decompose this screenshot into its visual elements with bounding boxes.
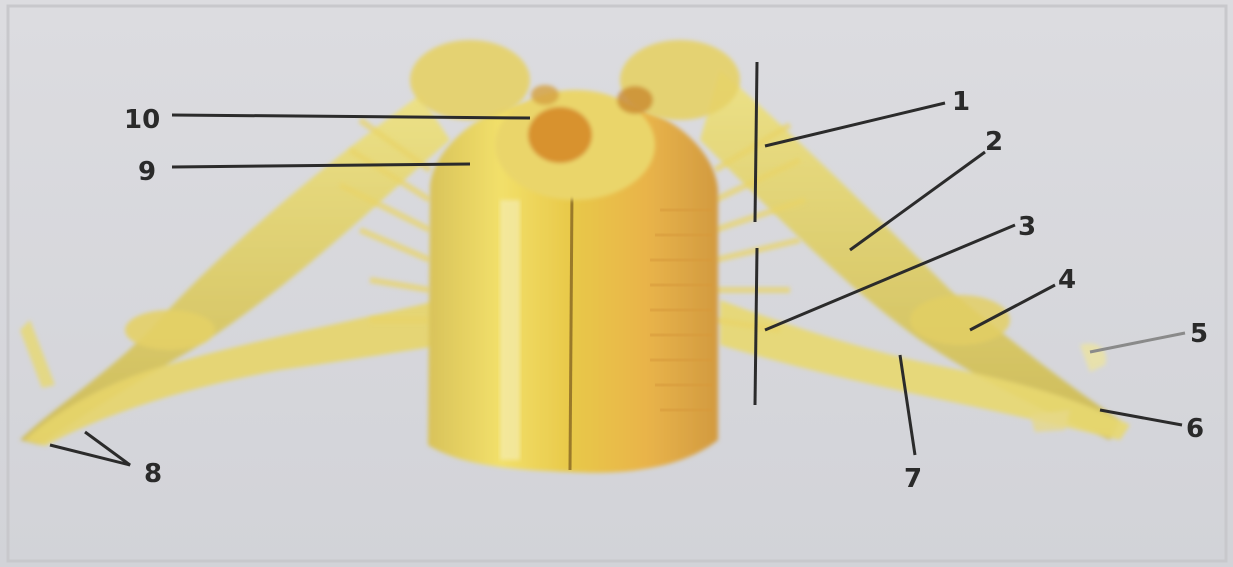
bracket-3 [755, 248, 757, 405]
label-2: 2 [985, 127, 1003, 157]
bracket-1 [755, 62, 757, 222]
label-5: 5 [1190, 319, 1208, 349]
label-8: 8 [144, 459, 162, 489]
label-3: 3 [1018, 212, 1036, 242]
label-1: 1 [952, 87, 970, 117]
anterior-median-fissure [570, 190, 572, 470]
label-4: 4 [1058, 265, 1076, 295]
label-10: 10 [124, 105, 160, 135]
label-7: 7 [904, 464, 922, 494]
label-6: 6 [1186, 414, 1204, 444]
label-9: 9 [138, 157, 156, 187]
